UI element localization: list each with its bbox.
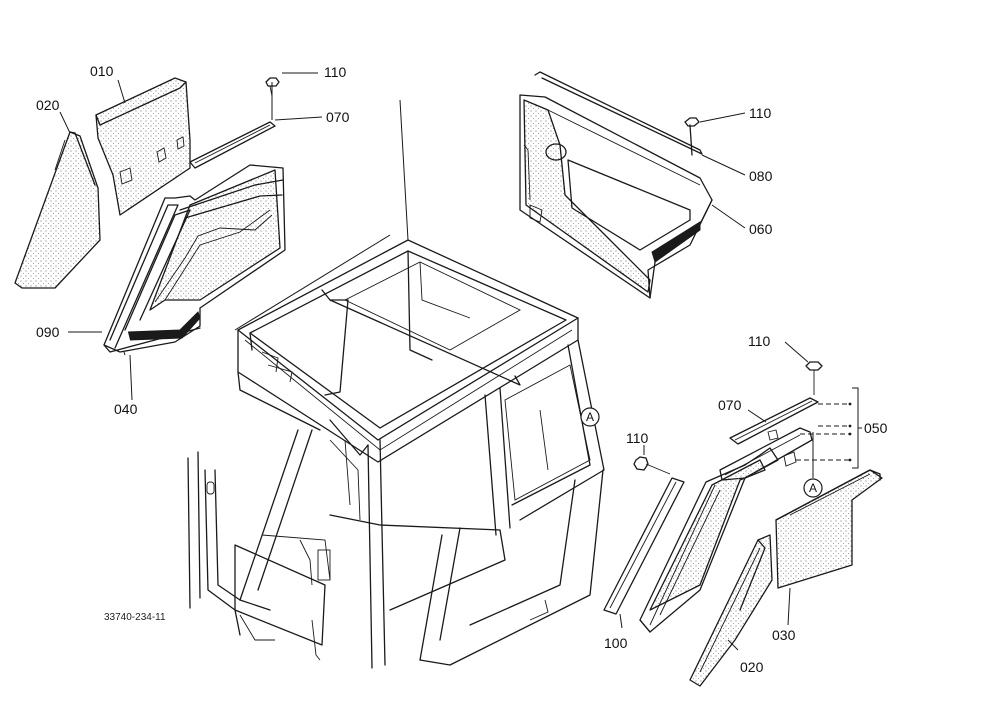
callout-060: 060 xyxy=(749,221,773,237)
callout-020-left: 020 xyxy=(36,97,60,113)
callout-090: 090 xyxy=(36,324,60,340)
callout-050: 050 xyxy=(864,420,888,436)
panel-020-right xyxy=(689,534,773,687)
callout-070-lower: 070 xyxy=(718,397,742,413)
callout-leaders xyxy=(59,72,862,651)
marker-a-panel: A xyxy=(803,478,823,498)
svg-text:A: A xyxy=(809,481,817,495)
panel-080-060 xyxy=(519,71,713,299)
cab-frame xyxy=(187,99,605,669)
strip-070-lower xyxy=(729,397,819,445)
panel-090-040 xyxy=(103,164,286,356)
bolt-110-side xyxy=(633,456,671,475)
callout-100: 100 xyxy=(604,635,628,651)
callout-110-lower: 110 xyxy=(748,333,771,349)
callout-030: 030 xyxy=(772,627,796,643)
callout-020-right: 020 xyxy=(740,659,764,675)
trim-100 xyxy=(603,447,779,633)
callout-070-top: 070 xyxy=(326,109,350,125)
panel-030 xyxy=(775,469,883,626)
callout-080: 080 xyxy=(749,168,773,184)
bolt-110-lower xyxy=(805,361,823,395)
svg-text:A: A xyxy=(586,410,594,424)
panel-010 xyxy=(95,77,191,216)
callout-040: 040 xyxy=(114,401,138,417)
strip-070-top xyxy=(189,77,280,169)
callout-110-bolt: 110 xyxy=(626,430,649,446)
callout-010: 010 xyxy=(90,63,114,79)
callout-110-right: 110 xyxy=(749,105,772,121)
callout-110-top: 110 xyxy=(324,64,347,80)
marker-a-cab: A xyxy=(580,407,600,427)
drawing-reference-number: 33740-234-11 xyxy=(104,612,166,623)
panel-020-left xyxy=(14,131,101,289)
